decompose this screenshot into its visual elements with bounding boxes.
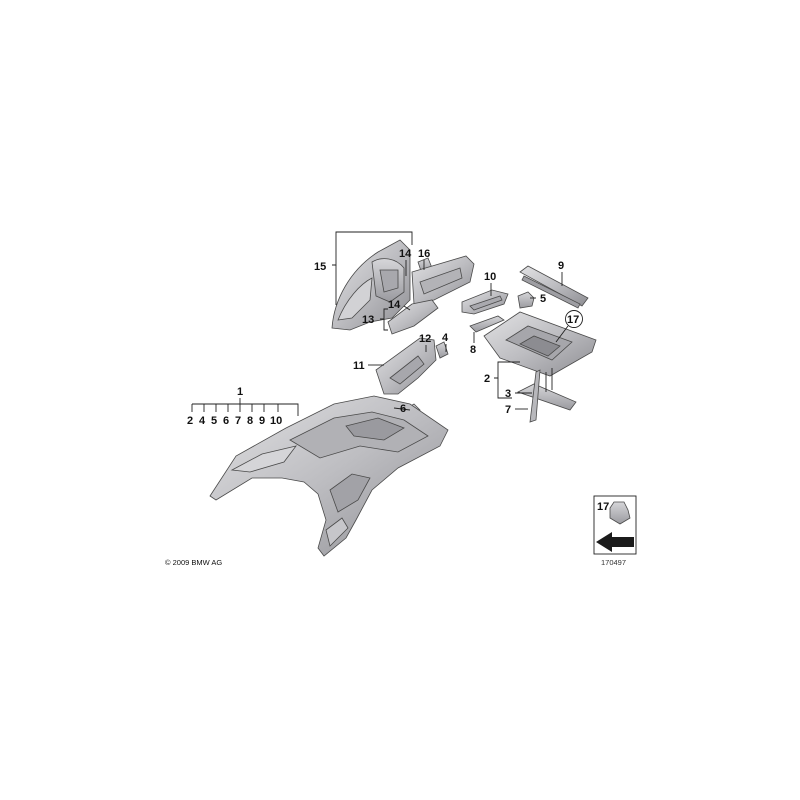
callout-1-sub-5: 5 bbox=[211, 415, 217, 427]
callout-6: 6 bbox=[400, 403, 406, 415]
side-member-part bbox=[411, 255, 475, 305]
image-id-text: 170497 bbox=[601, 558, 626, 567]
wheel-arch-part bbox=[331, 239, 411, 331]
leader-lines bbox=[191, 231, 583, 416]
callout-3: 3 bbox=[505, 388, 511, 400]
callout-1-sub-9: 9 bbox=[259, 415, 265, 427]
callout-14-lower: 14 bbox=[388, 299, 401, 311]
callout-4: 4 bbox=[442, 332, 449, 344]
member-3-part bbox=[516, 369, 577, 423]
callout-1-sub-6: 6 bbox=[223, 415, 229, 427]
callout-11: 11 bbox=[353, 360, 365, 372]
bracket-5-part bbox=[517, 291, 535, 309]
callout-1-sub-10: 10 bbox=[270, 415, 282, 427]
callout-10: 10 bbox=[484, 271, 496, 283]
callout-1-sub-4: 4 bbox=[199, 415, 206, 427]
callout-5: 5 bbox=[540, 293, 546, 305]
callout-8: 8 bbox=[470, 344, 476, 356]
callout-1-sub-7: 7 bbox=[235, 415, 241, 427]
callout-15: 15 bbox=[314, 261, 326, 273]
member-8-part bbox=[469, 315, 505, 333]
callout-12: 12 bbox=[419, 333, 431, 345]
callout-1-sub-8: 8 bbox=[247, 415, 253, 427]
callout-1: 1 bbox=[237, 386, 243, 398]
spare-wheel-well-part bbox=[483, 311, 597, 377]
callout-13: 13 bbox=[362, 314, 374, 326]
bracket-13-part bbox=[387, 299, 439, 335]
callout-labels: 15 14 16 14 13 10 9 5 17 12 4 8 11 2 3 7… bbox=[187, 248, 609, 513]
bracket-4-part bbox=[435, 341, 449, 359]
callout-16: 16 bbox=[418, 248, 430, 260]
inset-box bbox=[593, 495, 637, 555]
floor-assembly-part bbox=[209, 395, 449, 557]
callout-17: 17 bbox=[567, 314, 579, 326]
callout-14: 14 bbox=[399, 248, 412, 260]
callout-9: 9 bbox=[558, 260, 564, 272]
bracket-11-part bbox=[375, 337, 437, 395]
callout-1-sub-2: 2 bbox=[187, 415, 193, 427]
member-10-part bbox=[461, 289, 509, 315]
callout-17-inset: 17 bbox=[597, 501, 609, 513]
copyright-text: © 2009 BMW AG bbox=[165, 558, 222, 567]
cross-member-9-part bbox=[519, 265, 589, 309]
callout-7: 7 bbox=[505, 404, 511, 416]
callout-2: 2 bbox=[484, 373, 490, 385]
